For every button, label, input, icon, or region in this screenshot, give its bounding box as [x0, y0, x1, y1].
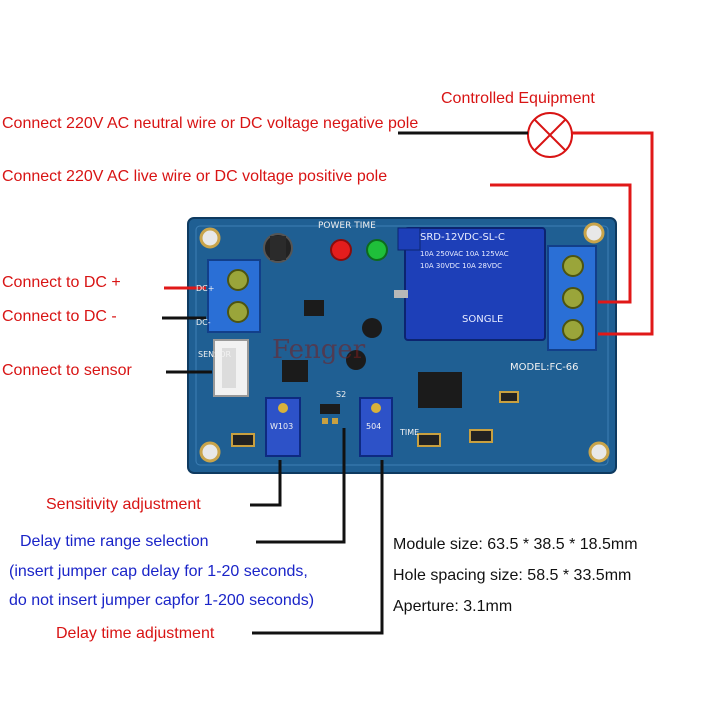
power-time-label: POWER TIME	[318, 221, 376, 231]
relay-brand: SONGLE	[462, 314, 504, 325]
model-label: MODEL:FC-66	[510, 362, 579, 373]
smd-resistor	[231, 433, 255, 447]
board-edge	[195, 225, 609, 466]
relay-rating-1: 10A 250VAC 10A 125VAC	[420, 250, 509, 258]
power-led	[330, 239, 352, 261]
relay-model-label: SRD-12VDC-SL-C	[420, 232, 505, 243]
jumper-pin	[332, 418, 338, 424]
aperture-spec: Aperture: 3.1mm	[393, 598, 513, 615]
dc-plus-label: Connect to DC +	[2, 274, 121, 291]
relay-tab	[397, 227, 421, 251]
delay-range-label: Delay time range selection	[20, 533, 209, 550]
lamp-return-wire	[572, 131, 654, 336]
capacitor-body	[270, 236, 286, 260]
delay-adjust-pointer	[252, 460, 384, 635]
sensor-connector-slot	[222, 348, 236, 388]
transistor	[304, 300, 324, 316]
watermark: Fenger	[272, 335, 366, 365]
terminal-screw	[562, 255, 584, 277]
relay-rating-2: 10A 30VDC 10A 28VDC	[420, 262, 503, 270]
hole-spacing-spec: Hole spacing size: 58.5 * 33.5mm	[393, 567, 632, 584]
live-wire	[490, 183, 632, 304]
diode	[394, 290, 408, 298]
live-label: Connect 220V AC live wire or DC voltage …	[2, 168, 388, 185]
mounting-hole	[199, 441, 221, 463]
transistor-round	[362, 318, 382, 338]
jumper-header	[320, 404, 340, 414]
ic-chip-small	[282, 360, 308, 382]
jumper-pin	[322, 418, 328, 424]
dc-plus-silk: DC+	[196, 284, 215, 293]
sensor-silk: SENSOR	[198, 350, 232, 359]
mounting-hole	[588, 441, 610, 463]
transistor-round	[346, 350, 366, 370]
s2-silk: S2	[336, 390, 347, 399]
time-silk: TIME	[400, 428, 420, 437]
terminal-screw	[227, 301, 249, 323]
sensitivity-pointer	[250, 460, 282, 507]
ic-chip	[418, 372, 462, 408]
delay-range-pointer	[256, 428, 346, 544]
neutral-label: Connect 220V AC neutral wire or DC volta…	[2, 115, 419, 132]
dc-minus-silk: DC-	[196, 318, 211, 327]
delay-adjust-label: Delay time adjustment	[56, 625, 215, 642]
pot1-label: W103	[270, 422, 294, 431]
jumper-note-1: (insert jumper cap delay for 1-20 second…	[9, 563, 308, 580]
sensitivity-label: Sensitivity adjustment	[46, 496, 201, 513]
jumper-note-2: do not insert jumper capfor 1-200 second…	[9, 592, 315, 609]
mounting-hole	[583, 222, 605, 244]
pot-screw	[278, 403, 288, 413]
terminal-screw	[562, 287, 584, 309]
module-size-spec: Module size: 63.5 * 38.5 * 18.5mm	[393, 536, 638, 553]
smd-resistor	[469, 429, 493, 443]
smd-capacitor	[499, 391, 519, 403]
dc-minus-label: Connect to DC -	[2, 308, 117, 325]
terminal-screw	[227, 269, 249, 291]
sensor-label: Connect to sensor	[2, 362, 132, 379]
pot2-label: 504	[366, 422, 382, 431]
relay	[404, 227, 546, 341]
time-led	[366, 239, 388, 261]
terminal-screw	[562, 319, 584, 341]
controlled-equipment-label: Controlled Equipment	[441, 90, 595, 107]
mounting-hole	[199, 227, 221, 249]
lamp-cross	[533, 118, 567, 152]
smd-resistor	[417, 433, 441, 447]
pot-screw	[371, 403, 381, 413]
